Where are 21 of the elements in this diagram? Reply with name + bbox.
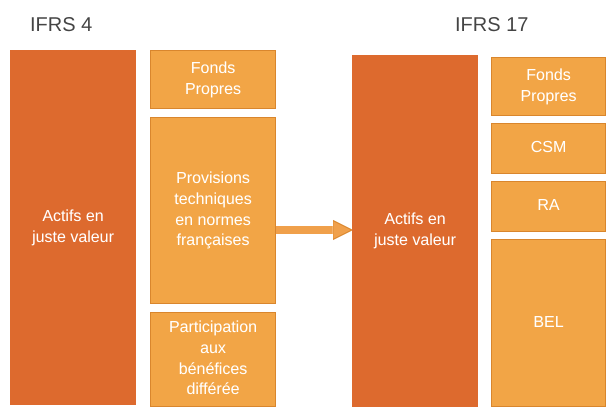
block-label: Actifs en juste valeur [372, 210, 457, 251]
liability-block [491, 181, 606, 232]
block-label: Participation aux bénéfices différée [168, 318, 258, 400]
column-heading: IFRS 17 [455, 14, 528, 37]
liability-block [491, 239, 606, 407]
column-heading: IFRS 4 [30, 14, 92, 37]
block-label: RA [536, 196, 561, 216]
liability-block [150, 117, 276, 304]
liability-block [150, 50, 276, 109]
block-label: Fonds Propres [184, 58, 242, 100]
block-label: Actifs en juste valeur [30, 206, 115, 248]
liability-block [491, 57, 606, 116]
block-arrow [276, 220, 353, 240]
block-label: Provisions techniques en normes françaises [173, 168, 253, 252]
block-label: CSM [530, 138, 568, 158]
liability-block [150, 312, 276, 407]
block-label: BEL [532, 312, 565, 333]
block-label: Fonds Propres [519, 66, 578, 106]
asset-block [10, 50, 136, 405]
liability-block [491, 123, 606, 174]
asset-block [352, 55, 478, 407]
